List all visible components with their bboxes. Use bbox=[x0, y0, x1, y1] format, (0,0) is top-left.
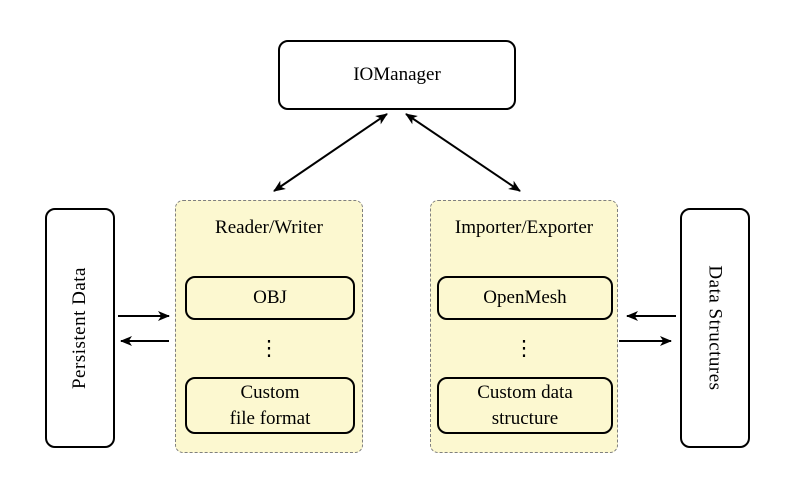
openmesh-node: OpenMesh bbox=[437, 276, 613, 320]
custom-data-structure-label: Custom data structure bbox=[477, 381, 573, 429]
custom-file-format-node: Custom file format bbox=[185, 377, 355, 434]
reader-writer-group: Reader/Writer OBJ ⋮ Custom file format bbox=[175, 200, 363, 453]
custom-data-structure-node: Custom data structure bbox=[437, 377, 613, 434]
obj-node: OBJ bbox=[185, 276, 355, 320]
persistent-data-label: Persistent Data bbox=[69, 266, 91, 390]
persistent-data-node: Persistent Data bbox=[45, 208, 115, 448]
obj-label: OBJ bbox=[253, 287, 287, 308]
importer-exporter-title: Importer/Exporter bbox=[454, 217, 594, 238]
arrow-iomanager-readerwriter bbox=[273, 113, 388, 192]
reader-writer-ellipsis-icon: ⋮ bbox=[258, 336, 280, 360]
custom-file-format-label: Custom file format bbox=[229, 381, 311, 429]
arrow-iomanager-importerexporter bbox=[405, 113, 521, 192]
iomanager-node: IOManager bbox=[278, 40, 516, 110]
data-structures-node: Data Structures bbox=[680, 208, 750, 448]
data-structures-label: Data Structures bbox=[705, 265, 726, 391]
openmesh-label: OpenMesh bbox=[483, 287, 567, 308]
iomanager-label: IOManager bbox=[353, 64, 441, 85]
importer-exporter-ellipsis-icon: ⋮ bbox=[513, 336, 535, 360]
reader-writer-title: Reader/Writer bbox=[215, 217, 323, 238]
importer-exporter-group: Importer/Exporter OpenMesh ⋮ Custom data… bbox=[430, 200, 618, 453]
